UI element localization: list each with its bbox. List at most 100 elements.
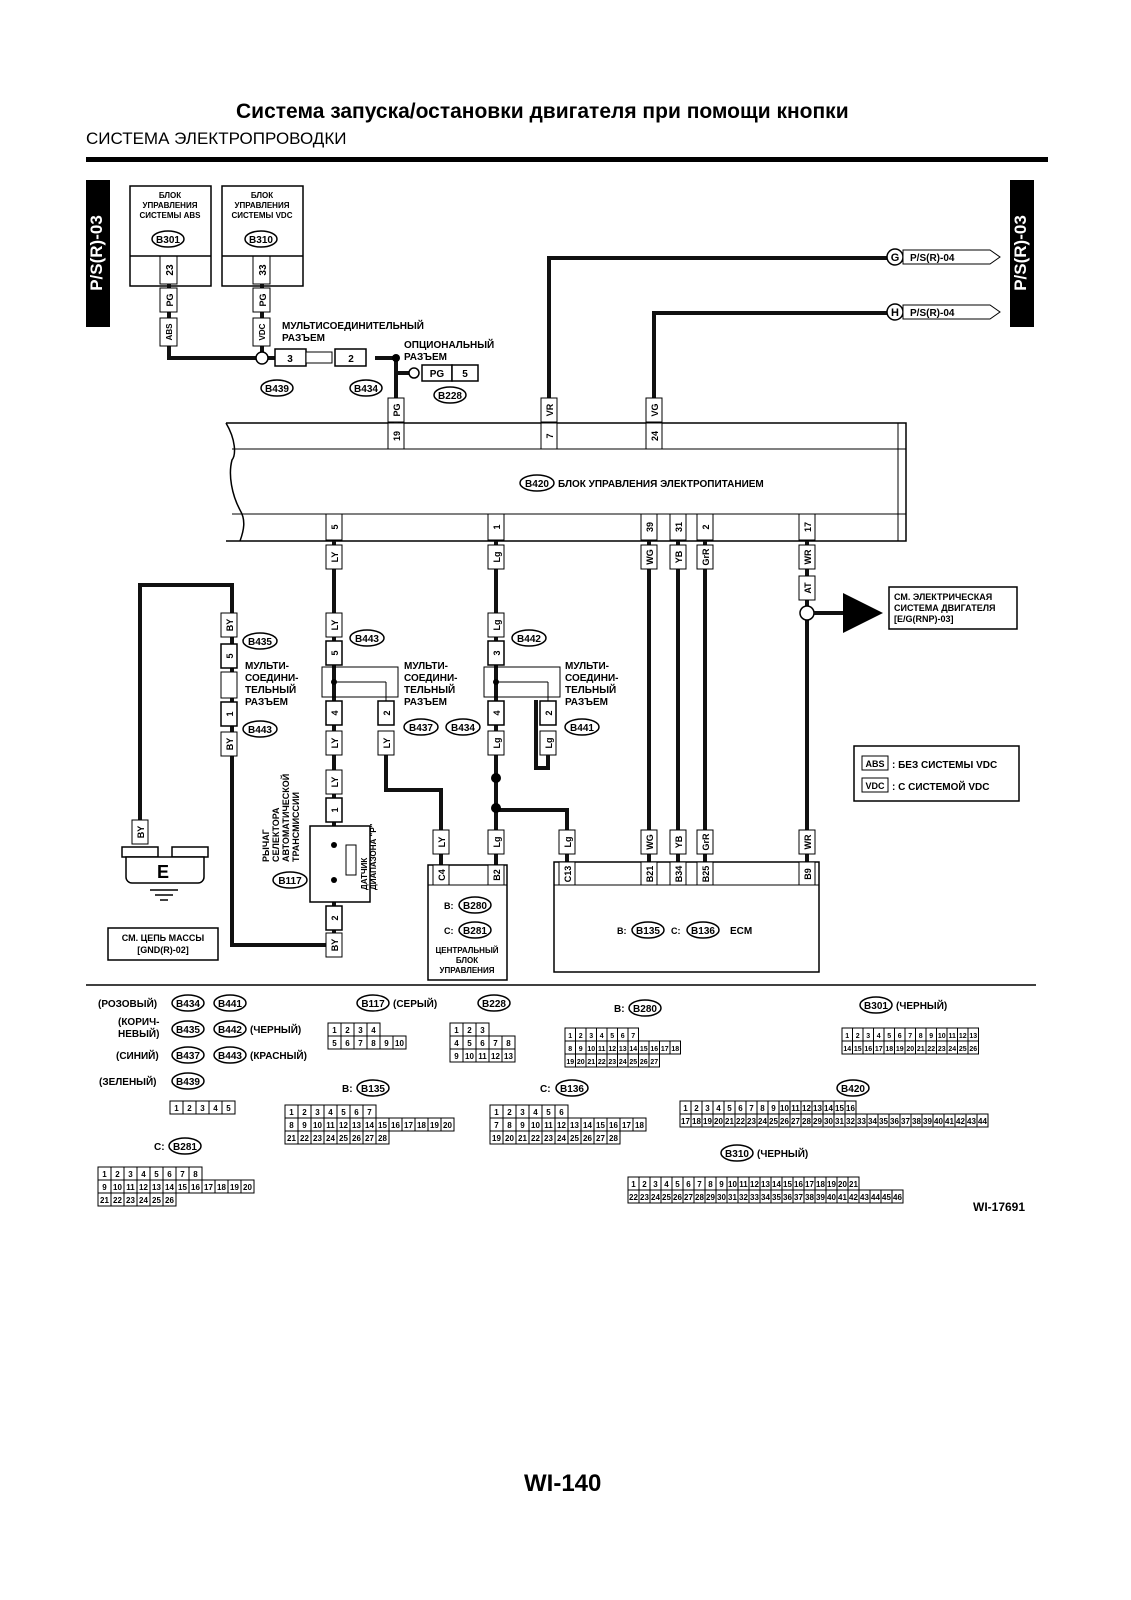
svg-text:12: 12 bbox=[802, 1104, 811, 1113]
svg-text:11: 11 bbox=[126, 1183, 135, 1192]
svg-text:4: 4 bbox=[600, 1033, 604, 1040]
optional-connector: ОПЦИОНАЛЬНЫЙ РАЗЪЕМ PG 5 B228 bbox=[404, 338, 494, 404]
svg-text:22: 22 bbox=[113, 1196, 122, 1205]
svg-text:14: 14 bbox=[583, 1121, 592, 1130]
svg-text:B:: B: bbox=[342, 1084, 353, 1095]
svg-text:16: 16 bbox=[609, 1121, 618, 1130]
svg-text:21: 21 bbox=[587, 1059, 595, 1066]
svg-text:10: 10 bbox=[531, 1121, 540, 1130]
svg-text:25: 25 bbox=[662, 1193, 671, 1202]
legend-box: ABS : БЕЗ СИСТЕМЫ VDC VDC : С СИСТЕМОЙ V… bbox=[853, 745, 1020, 802]
svg-text:H: H bbox=[891, 307, 899, 319]
svg-text:1: 1 bbox=[494, 1108, 499, 1117]
svg-text:9: 9 bbox=[454, 1052, 459, 1061]
svg-text:16: 16 bbox=[650, 1046, 658, 1053]
svg-text:11: 11 bbox=[544, 1121, 553, 1130]
svg-text:6: 6 bbox=[480, 1039, 485, 1048]
svg-text:B437: B437 bbox=[176, 1051, 200, 1062]
svg-text:8: 8 bbox=[760, 1104, 765, 1113]
svg-text:21: 21 bbox=[100, 1196, 109, 1205]
svg-text:BY: BY bbox=[225, 619, 235, 632]
svg-text:26: 26 bbox=[352, 1134, 361, 1143]
svg-text:4: 4 bbox=[213, 1104, 218, 1113]
svg-text:31: 31 bbox=[835, 1117, 844, 1126]
svg-text:GrR: GrR bbox=[701, 833, 711, 851]
svg-text:БЛОК: БЛОК bbox=[251, 191, 273, 200]
svg-text:17: 17 bbox=[681, 1117, 690, 1126]
svg-text:B437: B437 bbox=[409, 723, 433, 734]
svg-text:17: 17 bbox=[622, 1121, 631, 1130]
svg-text:3: 3 bbox=[480, 1026, 485, 1035]
svg-text:(ЗЕЛЕНЫЙ): (ЗЕЛЕНЫЙ) bbox=[99, 1075, 156, 1088]
svg-text:22: 22 bbox=[736, 1117, 745, 1126]
svg-text:13: 13 bbox=[152, 1183, 161, 1192]
svg-text:15: 15 bbox=[640, 1046, 648, 1053]
svg-text:МУЛЬТИ-: МУЛЬТИ- bbox=[565, 661, 609, 672]
svg-text:25: 25 bbox=[769, 1117, 778, 1126]
svg-text:1: 1 bbox=[225, 711, 235, 716]
svg-text:НЕВЫЙ): НЕВЫЙ) bbox=[118, 1027, 159, 1040]
svg-text:7: 7 bbox=[908, 1033, 912, 1040]
svg-text:21: 21 bbox=[518, 1134, 527, 1143]
svg-text:26: 26 bbox=[969, 1046, 977, 1053]
svg-text:7: 7 bbox=[180, 1170, 185, 1179]
svg-text:5: 5 bbox=[467, 1039, 472, 1048]
svg-text:PG: PG bbox=[392, 403, 402, 416]
svg-text:2: 2 bbox=[115, 1170, 120, 1179]
svg-text:3: 3 bbox=[589, 1033, 593, 1040]
svg-text:LY: LY bbox=[382, 738, 392, 749]
svg-text:36: 36 bbox=[890, 1117, 899, 1126]
svg-text:B434: B434 bbox=[354, 384, 378, 395]
svg-text:24: 24 bbox=[651, 1193, 660, 1202]
svg-text:24: 24 bbox=[948, 1046, 956, 1053]
page-number: WI-140 bbox=[524, 1470, 602, 1497]
svg-text:11: 11 bbox=[598, 1046, 606, 1053]
svg-text:10: 10 bbox=[728, 1180, 737, 1189]
svg-text:46: 46 bbox=[893, 1193, 902, 1202]
svg-text:(ЧЕРНЫЙ): (ЧЕРНЫЙ) bbox=[757, 1147, 808, 1160]
svg-text:6: 6 bbox=[167, 1170, 172, 1179]
svg-text:СИСТЕМА ДВИГАТЕЛЯ: СИСТЕМА ДВИГАТЕЛЯ bbox=[894, 603, 996, 613]
svg-text:17: 17 bbox=[803, 522, 813, 532]
svg-text:19: 19 bbox=[896, 1046, 904, 1053]
junction-dots bbox=[491, 773, 501, 813]
svg-text:23: 23 bbox=[640, 1193, 649, 1202]
svg-text:B:: B: bbox=[614, 1004, 625, 1015]
svg-text:24: 24 bbox=[650, 431, 660, 441]
svg-text:25: 25 bbox=[152, 1196, 161, 1205]
svg-text:Lg: Lg bbox=[544, 738, 554, 749]
svg-text:23: 23 bbox=[126, 1196, 135, 1205]
svg-text:БЛОК: БЛОК bbox=[456, 956, 478, 965]
svg-text:B281: B281 bbox=[463, 926, 487, 937]
svg-text:PG: PG bbox=[165, 293, 175, 306]
svg-text:6: 6 bbox=[898, 1033, 902, 1040]
svg-text:2: 2 bbox=[330, 915, 340, 920]
svg-text:19: 19 bbox=[566, 1059, 574, 1066]
svg-text:39: 39 bbox=[923, 1117, 932, 1126]
svg-text:ТЕЛЬНЫЙ: ТЕЛЬНЫЙ bbox=[245, 683, 296, 696]
svg-text:8: 8 bbox=[193, 1170, 198, 1179]
svg-text:8: 8 bbox=[506, 1039, 511, 1048]
svg-text:22: 22 bbox=[629, 1193, 638, 1202]
svg-text:3: 3 bbox=[492, 650, 502, 655]
svg-text:13: 13 bbox=[969, 1033, 977, 1040]
svg-text:8: 8 bbox=[919, 1033, 923, 1040]
svg-text:40: 40 bbox=[934, 1117, 943, 1126]
svg-text:28: 28 bbox=[378, 1134, 387, 1143]
svg-text:5: 5 bbox=[330, 650, 340, 655]
svg-text:BY: BY bbox=[225, 738, 235, 751]
svg-text:Lg: Lg bbox=[563, 837, 573, 848]
svg-text:УПРАВЛЕНИЯ: УПРАВЛЕНИЯ bbox=[440, 966, 495, 975]
svg-text:4: 4 bbox=[664, 1180, 669, 1189]
svg-text:E: E bbox=[157, 862, 169, 882]
svg-text:B441: B441 bbox=[218, 999, 242, 1010]
svg-text:3: 3 bbox=[287, 354, 293, 365]
svg-text:1: 1 bbox=[683, 1104, 688, 1113]
svg-text:9: 9 bbox=[520, 1121, 525, 1130]
svg-text:B280: B280 bbox=[463, 901, 487, 912]
svg-text:18: 18 bbox=[692, 1117, 701, 1126]
svg-text:10: 10 bbox=[113, 1183, 122, 1192]
svg-text:1: 1 bbox=[330, 807, 340, 812]
